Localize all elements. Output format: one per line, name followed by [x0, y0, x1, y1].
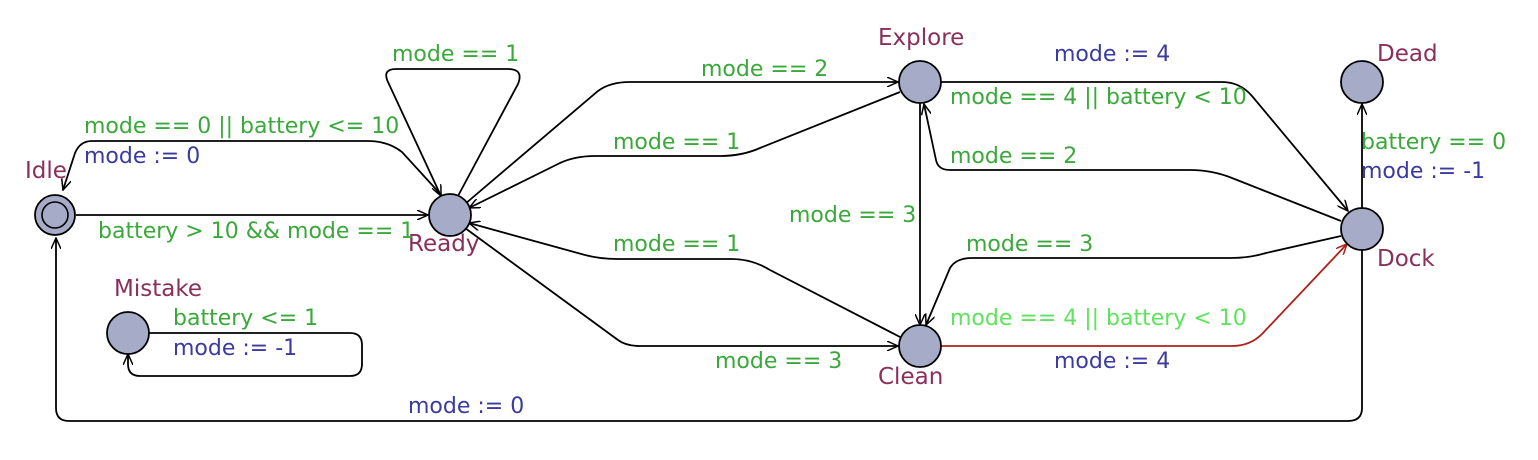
edge-ready-clean[interactable] [464, 227, 898, 346]
guard-idle-ready[interactable]: battery > 10 && mode == 1 [98, 219, 414, 244]
edge-dock-idle[interactable] [56, 238, 1363, 422]
location-ready[interactable] [428, 193, 472, 237]
location-explore[interactable] [898, 60, 942, 104]
guard-clean-ready[interactable]: mode == 1 [613, 232, 740, 257]
edge-ready-explore[interactable] [464, 82, 898, 205]
guard-ready-self[interactable]: mode == 1 [392, 42, 519, 67]
guard-ready-idle[interactable]: mode == 0 || battery <= 10 [84, 114, 399, 139]
edge-ready-self[interactable] [385, 68, 521, 196]
edge-ready-idle[interactable] [63, 140, 445, 199]
location-name-idle: Idle [25, 158, 67, 184]
location-idle[interactable] [34, 194, 76, 236]
guard-mistake-self[interactable]: battery <= 1 [173, 306, 318, 331]
edge-dock-explore[interactable] [924, 104, 1342, 222]
guard-explore-ready[interactable]: mode == 1 [613, 130, 740, 155]
edge-mistake-self[interactable] [128, 332, 363, 377]
guard-explore-clean[interactable]: mode == 3 [789, 203, 916, 228]
location-dock[interactable] [1340, 207, 1384, 251]
location-name-dock: Dock [1377, 246, 1435, 272]
guard-dock-clean[interactable]: mode == 3 [966, 232, 1093, 257]
location-name-mistake: Mistake [114, 276, 202, 302]
edge-explore-dock[interactable] [941, 81, 1348, 211]
guard-explore-dock[interactable]: mode == 4 || battery < 10 [950, 85, 1247, 110]
update-clean-dock[interactable]: mode := 4 [1054, 349, 1170, 374]
location-name-clean: Clean [878, 364, 943, 390]
guard-ready-clean[interactable]: mode == 3 [715, 349, 842, 374]
guard-dock-explore[interactable]: mode == 2 [950, 144, 1077, 169]
location-name-dead: Dead [1377, 41, 1438, 67]
location-name-ready: Ready [408, 231, 479, 257]
edge-clean-ready[interactable] [469, 223, 903, 339]
edge-explore-ready[interactable] [469, 91, 901, 209]
update-ready-idle[interactable]: mode := 0 [84, 144, 200, 169]
location-mistake[interactable] [106, 311, 150, 355]
update-dock-dead[interactable]: mode := -1 [1361, 159, 1485, 184]
guard-clean-dock[interactable]: mode == 4 || battery < 10 [950, 306, 1247, 331]
location-clean[interactable] [898, 324, 942, 368]
edge-dock-clean[interactable] [926, 235, 1342, 325]
location-name-explore: Explore [878, 25, 964, 51]
initial-marker-icon [41, 201, 69, 229]
update-dock-idle[interactable]: mode := 0 [408, 394, 524, 419]
update-mistake-self[interactable]: mode := -1 [173, 336, 297, 361]
edge-clean-dock[interactable] [941, 244, 1347, 347]
guard-ready-explore[interactable]: mode == 2 [701, 57, 828, 82]
guard-dock-dead[interactable]: battery == 0 [1361, 130, 1506, 155]
location-dead[interactable] [1340, 60, 1384, 104]
update-explore-dock[interactable]: mode := 4 [1054, 42, 1170, 67]
